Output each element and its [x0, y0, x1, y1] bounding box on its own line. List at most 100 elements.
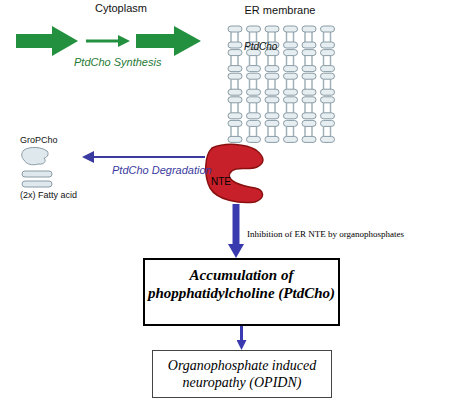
lipid-tail	[237, 103, 239, 114]
enzyme-shape	[206, 144, 263, 202]
lipid-tail	[237, 32, 239, 43]
lipid-tail	[267, 79, 269, 90]
lipid-bilayer-stack	[228, 26, 335, 142]
lipid-head	[247, 89, 261, 95]
flow-arrow	[233, 204, 240, 244]
shape-outline	[222, 4, 338, 146]
lipid-head	[228, 73, 242, 79]
nte-enzyme: NTE	[204, 142, 268, 204]
lipid-tail	[256, 126, 258, 137]
lipid-tail	[323, 32, 325, 43]
lipid-tail	[237, 79, 239, 90]
lipid-head	[321, 97, 335, 103]
lipid-tail	[274, 79, 276, 90]
pathway-label: PtdCho Synthesis	[74, 56, 161, 68]
lipid-tail	[230, 32, 232, 43]
er-membrane: ER membranePtdCho	[222, 4, 338, 146]
molecule-label: (2x) Fatty acid	[20, 190, 77, 200]
lipid-tail	[230, 79, 232, 90]
lipid-tail	[330, 79, 332, 90]
lipid-head	[265, 97, 279, 103]
lipid-tail	[304, 79, 306, 90]
lipid-head	[265, 66, 279, 72]
lipid-tail	[323, 103, 325, 114]
degradation-arrow-shaft	[92, 156, 205, 158]
lipid-tail	[249, 79, 251, 90]
membrane-title: ER membrane	[222, 4, 338, 16]
lipid-head	[247, 73, 261, 79]
lipid-tail	[230, 56, 232, 67]
lipid-head	[228, 66, 242, 72]
flow-arrow	[240, 326, 243, 340]
lipid-head	[302, 42, 316, 48]
synthesis-arrow-shaft	[86, 40, 120, 43]
lipid-tail	[256, 79, 258, 90]
lipid-head	[247, 136, 261, 142]
enzyme-label: NTE	[211, 176, 251, 187]
synthesis-arrow-head	[118, 35, 130, 47]
fatty-acid-shape	[22, 171, 52, 177]
lipid-tail	[237, 126, 239, 137]
lipid-head	[302, 26, 316, 32]
lipid-tail	[249, 126, 251, 137]
lipid-tail	[237, 56, 239, 67]
lipid-tail	[293, 32, 295, 43]
lipid-tail	[323, 79, 325, 90]
lipid-label: PtdCho	[244, 41, 304, 52]
pathway-label: PtdCho Degradation	[112, 164, 212, 176]
lipid-tail	[230, 103, 232, 114]
box-text: Accumulation of phopphatidylcholine (Ptd…	[145, 266, 338, 302]
lipid-head	[265, 26, 279, 32]
lipid-head	[284, 120, 298, 126]
lipid-head	[321, 50, 335, 56]
lipid-head	[265, 136, 279, 142]
lipid-head	[284, 66, 298, 72]
lipid-head	[302, 113, 316, 119]
lipid-head	[228, 89, 242, 95]
lipid-tail	[267, 126, 269, 137]
box-text: Organophosphate induced neuropathy (OPID…	[153, 357, 331, 391]
lipid-head	[228, 97, 242, 103]
lipid-tail	[256, 56, 258, 67]
lipid-head	[321, 113, 335, 119]
lipid-head	[302, 73, 316, 79]
lipid-head	[284, 97, 298, 103]
lipid-head	[284, 26, 298, 32]
lipid-tail	[293, 126, 295, 137]
lipid-tail	[267, 103, 269, 114]
lipid-tail	[274, 103, 276, 114]
lipid-tail	[311, 126, 313, 137]
lipid-head	[265, 120, 279, 126]
lipid-head	[321, 89, 335, 95]
lipid-tail	[249, 103, 251, 114]
lipid-head	[321, 66, 335, 72]
lipid-tail	[293, 103, 295, 114]
lipid-head	[284, 42, 298, 48]
lipid-tail	[330, 32, 332, 43]
lipid-head	[302, 120, 316, 126]
lipid-head	[265, 73, 279, 79]
edge-label: Inhibition of ER NTE by organophosphates	[247, 229, 404, 239]
lipid-head	[284, 136, 298, 142]
lipid-head	[265, 113, 279, 119]
lipid-head	[228, 136, 242, 142]
lipid-tail	[323, 56, 325, 67]
lipid-head	[321, 120, 335, 126]
lipid-tail	[330, 103, 332, 114]
lipid-head	[302, 66, 316, 72]
lipid-head	[284, 73, 298, 79]
lipid-tail	[249, 56, 251, 67]
outcome-box: Organophosphate induced neuropathy (OPID…	[152, 350, 332, 398]
lipid-tail	[267, 56, 269, 67]
lipid-head	[321, 73, 335, 79]
lipid-tail	[256, 103, 258, 114]
lipid-tail	[286, 103, 288, 114]
lipid-head	[284, 50, 298, 56]
fatty-acid-shape	[22, 181, 52, 187]
lipid-tail	[230, 126, 232, 137]
lipid-head	[302, 89, 316, 95]
lipid-tail	[293, 79, 295, 90]
lipid-head	[247, 26, 261, 32]
lipid-tail	[286, 126, 288, 137]
